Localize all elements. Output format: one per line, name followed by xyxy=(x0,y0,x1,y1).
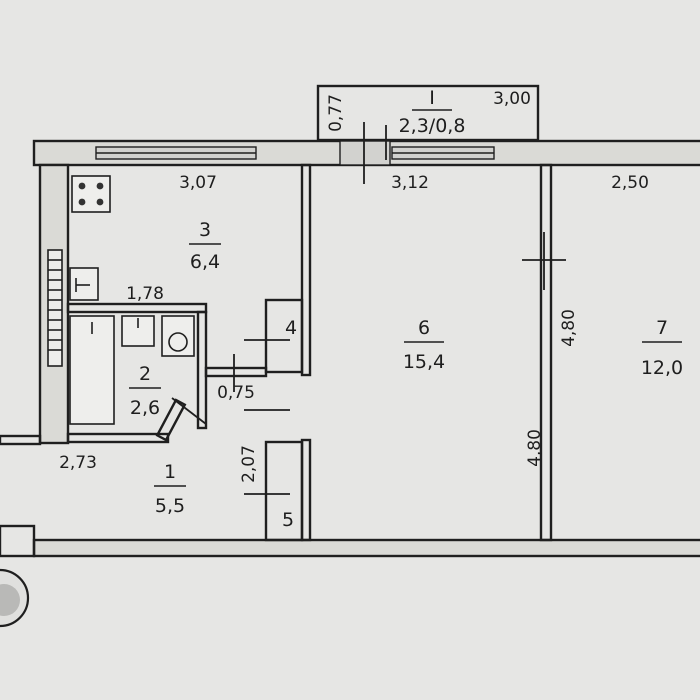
room-1-number: 1 xyxy=(164,461,176,483)
bath-top-wall xyxy=(66,302,208,314)
closet-4-walls xyxy=(264,298,304,374)
dim-balcony-depth: 0,77 xyxy=(326,94,346,132)
stove xyxy=(71,175,111,213)
room-4-number: 4 xyxy=(285,317,297,339)
dim-balcony-width: 3,00 xyxy=(493,89,531,109)
kitchen-fixtures xyxy=(69,175,111,301)
bath-bottom-wall xyxy=(66,432,170,444)
kitchen-sink xyxy=(69,267,99,301)
room-2-number: 2 xyxy=(139,363,151,385)
closet-5-walls xyxy=(264,440,304,542)
left-stub-wall xyxy=(0,434,42,446)
outer-wall-left xyxy=(0,163,70,446)
room6-room7-wall xyxy=(539,163,553,542)
dim-kitchen-width: 3,07 xyxy=(179,173,217,193)
bottom-wall-band xyxy=(32,538,700,558)
room-6-number: 6 xyxy=(418,317,430,339)
room-6-area: 15,4 xyxy=(403,351,445,373)
room-3-area: 6,4 xyxy=(190,251,220,273)
kitchen-room6-wall xyxy=(300,163,312,377)
room-2-area: 2,6 xyxy=(130,397,160,419)
bathroom-fixtures xyxy=(69,315,195,425)
bath-door xyxy=(155,398,187,442)
dim-doorway: 0,75 xyxy=(217,383,255,403)
dim-hall-depth: 2,07 xyxy=(239,445,259,483)
dim-room7-length: 4,80 xyxy=(559,309,579,347)
entrance-stub xyxy=(0,524,36,558)
balcony-area: 2,3/0,8 xyxy=(399,115,466,137)
room-5-number: 5 xyxy=(282,509,294,531)
room-3-number: 3 xyxy=(199,219,211,241)
interior-walls xyxy=(66,163,566,542)
room-7-number: 7 xyxy=(656,317,668,339)
bath-door-swing xyxy=(171,397,207,425)
room-1-area: 5,5 xyxy=(155,495,185,517)
dim-room6-width: 3,12 xyxy=(391,173,429,193)
dim-bath-width: 1,78 xyxy=(126,284,164,304)
dim-room7-width: 2,50 xyxy=(611,173,649,193)
balcony-door xyxy=(339,140,391,166)
corridor-wall xyxy=(204,366,268,378)
dim-room6-length: 4,80 xyxy=(525,429,545,467)
outer-wall-bottom xyxy=(0,524,700,628)
room-labels: 3 6,4 2 2,6 1 5,5 4 5 6 15,4 7 12,0 I 2,… xyxy=(129,87,683,531)
room-7-area: 12,0 xyxy=(641,357,683,379)
outer-wall-top xyxy=(32,122,700,184)
balcony-number: I xyxy=(429,87,435,109)
toilet xyxy=(161,315,195,357)
radiator xyxy=(47,249,63,367)
hall-room6-wall xyxy=(300,438,312,542)
stair-well-core xyxy=(0,584,20,616)
dimension-labels: 3,07 3,12 2,50 1,78 2,73 0,75 3,00 0,77 … xyxy=(59,89,649,483)
dim-hall-width: 2,73 xyxy=(59,453,97,473)
